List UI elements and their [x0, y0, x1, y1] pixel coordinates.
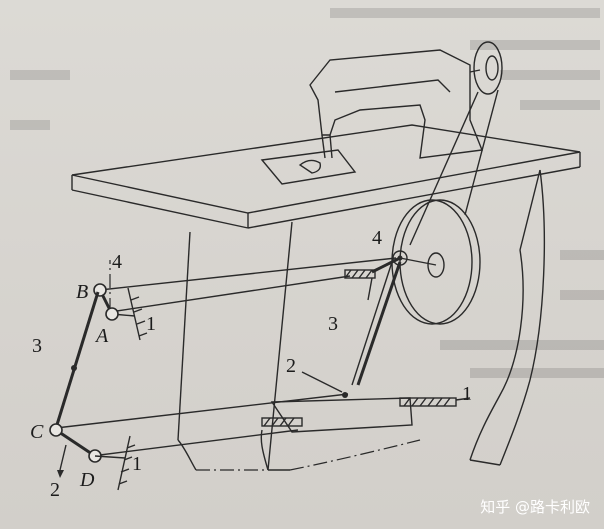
sewing-machine-head	[309, 41, 503, 159]
label-A: A	[94, 325, 109, 347]
label-1-bottom-left: 1	[132, 453, 142, 475]
watermark-text: 知乎 @路卡利欧	[480, 498, 590, 516]
stand-frame	[177, 169, 545, 471]
left-schematic	[49, 283, 148, 491]
label-D: D	[79, 469, 95, 491]
right-linkage	[261, 250, 471, 433]
label-2-right: 2	[286, 355, 296, 377]
label-3-right: 3	[328, 313, 338, 335]
belt	[409, 89, 499, 246]
projection-lines	[55, 257, 397, 457]
label-1-top-left: 1	[146, 313, 156, 335]
label-4-right: 4	[372, 227, 382, 249]
label-1-right: 1	[462, 383, 472, 405]
label-2-left: 2	[50, 479, 60, 501]
label-B: B	[76, 281, 88, 303]
label-3-left: 3	[32, 335, 42, 357]
label-4-left: 4	[112, 251, 122, 273]
background-text-lines	[10, 8, 604, 378]
labels: 4 B 1 A 3 C 1 D 2 4 3 2 1	[30, 227, 472, 501]
label-C: C	[30, 421, 44, 443]
table-top	[71, 124, 581, 229]
watermark: 知乎 @路卡利欧	[480, 498, 590, 516]
